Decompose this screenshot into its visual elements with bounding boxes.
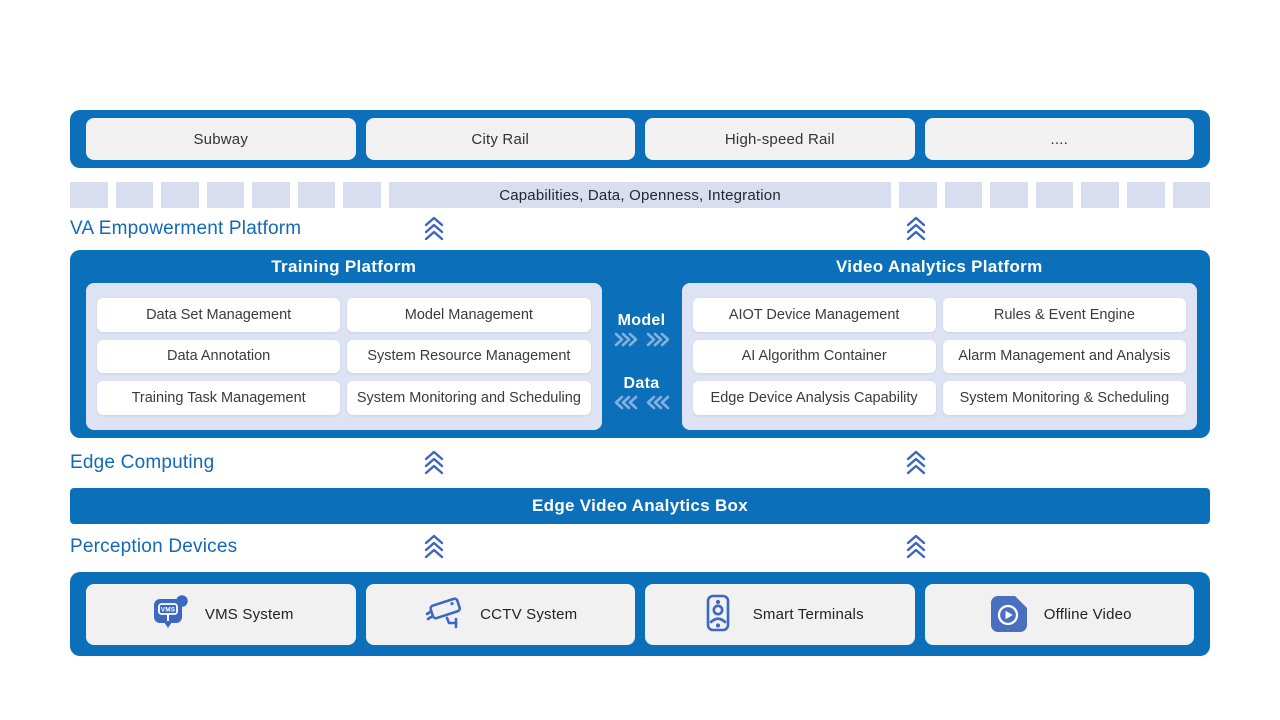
capability-square xyxy=(1172,182,1211,208)
va-platform-label-row: VA Empowerment Platform xyxy=(70,208,1210,250)
module-box: Rules & Event Engine xyxy=(942,298,1186,332)
model-data-flow: Model Data xyxy=(602,250,682,438)
chevron-up-icon xyxy=(906,450,926,475)
perception-devices-label: Perception Devices xyxy=(70,536,238,557)
offline-video-icon xyxy=(990,596,1027,632)
capability-square xyxy=(115,182,154,208)
video-analytics-platform-section: Video Analytics Platform AIOT Device Man… xyxy=(681,250,1197,438)
chevron-up-icon xyxy=(424,450,444,475)
device-vms-system: VMS VMS System xyxy=(86,583,356,645)
chevrons-left-icon xyxy=(614,395,669,409)
model-flow-label: Model xyxy=(617,311,666,329)
module-box: Training Task Management xyxy=(97,381,341,415)
device-cctv-system: CCTV System xyxy=(365,583,635,645)
capability-square xyxy=(161,182,199,208)
svg-text:VMS: VMS xyxy=(161,607,176,614)
device-label: Smart Terminals xyxy=(752,605,864,623)
chevron-up-icon xyxy=(906,534,926,559)
capability-square xyxy=(70,182,108,208)
module-box: System Monitoring and Scheduling xyxy=(347,381,591,415)
capability-square xyxy=(252,182,290,208)
module-box: Alarm Management and Analysis xyxy=(942,339,1186,374)
cctv-icon xyxy=(425,597,462,629)
application-high-speed-rail: High-speed Rail xyxy=(645,118,915,160)
module-box: Data Annotation xyxy=(97,339,341,374)
training-platform-title: Training Platform xyxy=(271,256,417,276)
applications-bar: Subway City Rail High-speed Rail .... xyxy=(70,110,1210,168)
capability-square xyxy=(343,182,382,208)
application-subway: Subway xyxy=(86,118,356,160)
capability-square xyxy=(1035,182,1074,208)
smart-terminal-icon xyxy=(706,594,730,632)
capability-square xyxy=(206,182,245,208)
capability-square xyxy=(1081,182,1119,208)
architecture-diagram: Subway City Rail High-speed Rail .... Ca… xyxy=(70,110,1211,656)
capability-square xyxy=(990,182,1028,208)
device-label: VMS System xyxy=(204,605,294,623)
device-smart-terminals: Smart Terminals xyxy=(645,583,915,645)
capabilities-label: Capabilities, Data, Openness, Integratio… xyxy=(389,182,892,208)
video-analytics-platform-panel: AIOT Device Management Rules & Event Eng… xyxy=(681,283,1197,430)
perception-devices-label-row: Perception Devices xyxy=(70,524,1210,570)
device-label: Offline Video xyxy=(1043,605,1132,623)
training-platform-section: Training Platform Data Set Management Mo… xyxy=(86,250,602,438)
capability-square xyxy=(944,182,983,208)
module-box: System Resource Management xyxy=(347,339,591,374)
vms-icon: VMS xyxy=(153,592,191,628)
chevron-up-icon xyxy=(424,534,444,559)
edge-video-analytics-label: Edge Video Analytics Box xyxy=(532,496,748,515)
application-city-rail: City Rail xyxy=(365,118,635,160)
chevrons-right-icon xyxy=(614,332,669,346)
chevron-up-icon xyxy=(424,216,444,241)
video-analytics-platform-title: Video Analytics Platform xyxy=(835,256,1043,276)
module-box: Model Management xyxy=(347,298,591,332)
module-box: AIOT Device Management xyxy=(692,298,936,332)
edge-video-analytics-box: Edge Video Analytics Box xyxy=(70,488,1210,524)
data-flow-label: Data xyxy=(623,374,660,392)
module-box: AI Algorithm Container xyxy=(692,339,936,374)
perception-devices-bar: VMS VMS System CCTV System xyxy=(70,572,1210,656)
device-label: CCTV System xyxy=(480,605,578,623)
capability-square xyxy=(297,182,336,208)
chevron-up-icon xyxy=(906,216,926,241)
application-label: Subway xyxy=(193,130,249,148)
application-label: .... xyxy=(1050,130,1068,148)
va-empowerment-platform-box: Training Platform Data Set Management Mo… xyxy=(70,250,1210,438)
application-label: City Rail xyxy=(471,130,530,148)
edge-computing-label: Edge Computing xyxy=(70,452,215,473)
module-box: System Monitoring & Scheduling xyxy=(942,381,1186,415)
capability-square xyxy=(1126,182,1165,208)
training-platform-panel: Data Set Management Model Management Dat… xyxy=(86,283,602,430)
capability-square xyxy=(899,182,937,208)
module-box: Data Set Management xyxy=(97,298,341,332)
module-box: Edge Device Analysis Capability xyxy=(692,381,936,415)
device-offline-video: Offline Video xyxy=(924,583,1194,645)
va-platform-label: VA Empowerment Platform xyxy=(70,218,302,239)
application-label: High-speed Rail xyxy=(724,130,835,148)
capabilities-strip: Capabilities, Data, Openness, Integratio… xyxy=(70,182,1211,208)
application-more: .... xyxy=(924,118,1194,160)
edge-computing-label-row: Edge Computing xyxy=(70,438,1210,488)
